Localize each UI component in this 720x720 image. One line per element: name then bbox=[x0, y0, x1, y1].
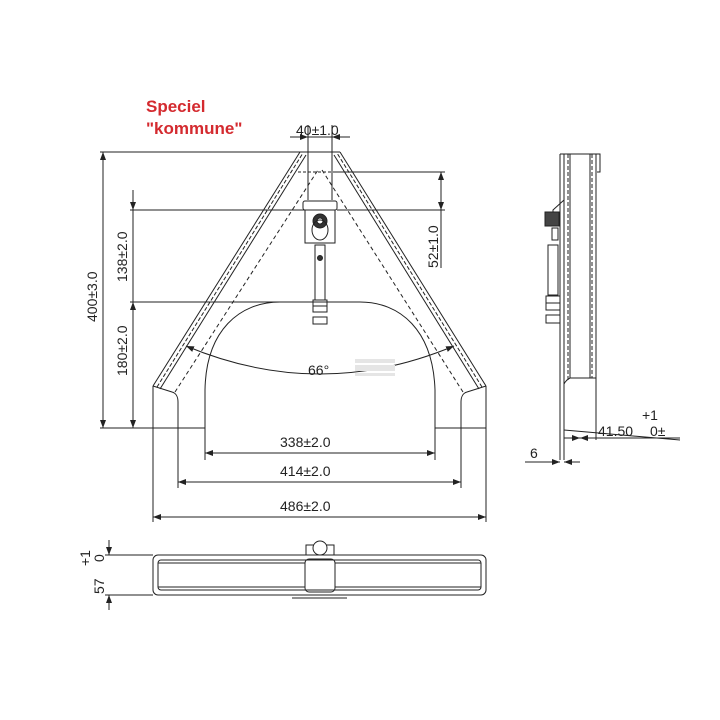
dim-depth: 41.50 bbox=[598, 423, 633, 439]
dim-outer-width: 486±2.0 bbox=[280, 498, 331, 514]
top-dim-tol-upper: +1 bbox=[77, 550, 93, 566]
dim-total-height: 400±3.0 bbox=[84, 271, 100, 322]
top-dim-tol-lower: 0 bbox=[91, 554, 107, 562]
side-view bbox=[525, 153, 681, 465]
annotation-line-1: Speciel bbox=[146, 97, 206, 116]
dim-plate: 6 bbox=[530, 445, 538, 461]
dim-pin-offset: 52±1.0 bbox=[425, 225, 441, 268]
right-arm bbox=[321, 151, 487, 393]
front-view bbox=[100, 125, 487, 522]
dim-lower-height: 180±2.0 bbox=[114, 325, 130, 376]
watermark-logo bbox=[355, 359, 395, 376]
angle-label: 66° bbox=[308, 362, 329, 378]
dim-inner-width: 338±2.0 bbox=[280, 434, 331, 450]
top-dim-height: 57 bbox=[91, 578, 107, 594]
annotation-title: Speciel "kommune" bbox=[146, 96, 242, 140]
dim-mid-width: 414±2.0 bbox=[280, 463, 331, 479]
dim-depth-tol-lower: 0± bbox=[650, 423, 666, 439]
hitch-bracket bbox=[302, 200, 338, 244]
dim-top-width: 40±1.0 bbox=[296, 122, 339, 138]
dim-depth-tol-upper: +1 bbox=[642, 407, 658, 423]
dim-upper-height: 138±2.0 bbox=[114, 231, 130, 282]
top-view bbox=[105, 540, 487, 610]
left-arm bbox=[152, 151, 319, 393]
annotation-line-2: "kommune" bbox=[146, 119, 243, 138]
